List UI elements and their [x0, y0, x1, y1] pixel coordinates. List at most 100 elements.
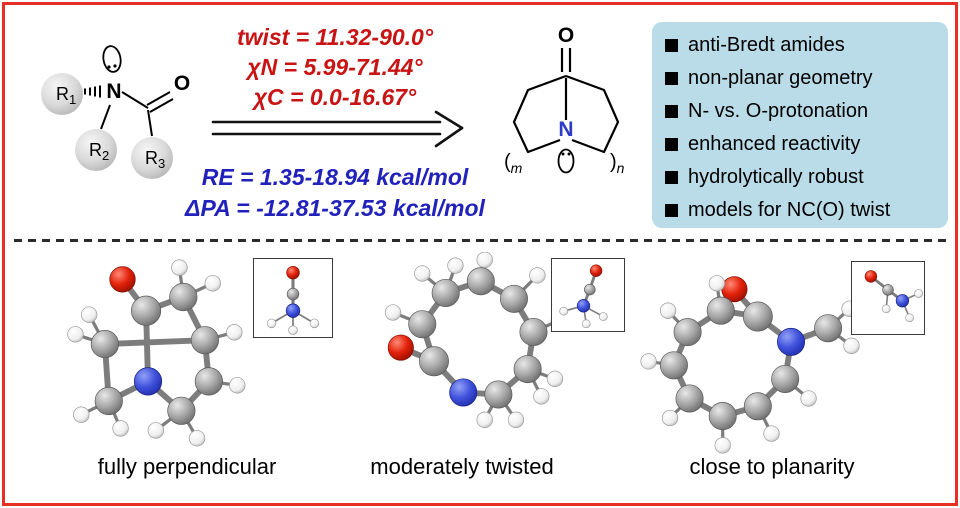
nitrogen-label: N	[106, 80, 121, 103]
h-atom	[288, 325, 298, 335]
molecule-moderately-twisted	[384, 252, 568, 428]
twist-metrics: twist = 11.32-90.0° χN = 5.99-71.44° χC …	[185, 22, 485, 112]
lone-pair-orbital	[102, 45, 122, 73]
highlight-text: hydrolytically robust	[688, 166, 864, 188]
h-atom	[266, 318, 277, 329]
h-atom	[476, 252, 493, 268]
r2-n-bond	[100, 104, 111, 130]
h-atom	[763, 425, 780, 442]
n-atom	[285, 303, 301, 318]
generic-amide-structure: N O R1 R2 R3	[41, 45, 190, 179]
highlight-item: hydrolytically robust	[665, 161, 948, 194]
h-atom	[800, 390, 817, 407]
ring-bonds	[512, 48, 620, 154]
c-atom	[771, 364, 800, 393]
n-atom	[895, 294, 910, 308]
h-atom	[905, 313, 914, 323]
c-atom	[130, 295, 162, 326]
newman-inset-planar	[851, 261, 925, 335]
highlight-item: models for NC(O) twist	[665, 194, 948, 227]
bracket-n: )n	[610, 151, 625, 176]
molecule-close-to-planar	[640, 275, 860, 454]
c-atom	[659, 351, 688, 380]
h-atom	[226, 324, 243, 341]
oxygen-label: O	[558, 24, 574, 47]
c-atom	[814, 314, 843, 343]
h-atom	[507, 411, 525, 428]
h-atom	[67, 326, 84, 343]
h-atom	[533, 388, 550, 405]
o-atom	[286, 265, 300, 280]
h-atom	[546, 370, 564, 387]
chi-c-range: χC = 0.0-16.67°	[253, 84, 417, 110]
h-atom	[384, 304, 402, 321]
h-atom	[447, 257, 464, 274]
c-atom	[194, 367, 223, 396]
h-atom	[559, 306, 569, 316]
highlight-item: non-planar geometry	[665, 62, 948, 95]
highlight-text: models for NC(O) twist	[688, 199, 891, 221]
oxygen-label: O	[174, 72, 190, 95]
h-atom	[529, 267, 546, 284]
h-atom	[640, 353, 657, 370]
n-c-bond	[121, 91, 149, 109]
lone-pair-electron	[107, 65, 111, 69]
c-atom	[708, 402, 737, 431]
highlight-item: N- vs. O-protonation	[665, 95, 948, 128]
h-atom	[708, 275, 726, 292]
square-bullet-icon	[665, 171, 678, 184]
h-atom	[414, 265, 431, 282]
re-range: RE = 1.35-18.94 kcal/mol	[201, 164, 469, 190]
highlight-item: anti-Bredt amides	[665, 29, 948, 62]
energy-metrics: RE = 1.35-18.94 kcal/mol ΔPA = -12.81-37…	[150, 162, 520, 224]
c-r3-bond	[147, 109, 153, 137]
highlight-text: N- vs. O-protonation	[688, 100, 869, 122]
c-atom	[743, 392, 772, 421]
h-atom	[476, 411, 493, 428]
c-atom	[286, 287, 300, 301]
n-atom	[449, 378, 478, 407]
r3-sphere	[131, 137, 173, 179]
lone-pair-electron	[113, 64, 117, 68]
pa-range: ΔPA = -12.81-37.53 kcal/mol	[185, 195, 485, 221]
twist-range: twist = 11.32-90.0°	[236, 24, 434, 50]
molecule-fully-perpendicular	[67, 259, 246, 447]
highlight-text: non-planar geometry	[688, 67, 873, 89]
c-atom	[706, 296, 735, 325]
n-atom	[576, 299, 591, 313]
c-o-double-bond	[146, 91, 171, 106]
n-atom	[133, 367, 163, 396]
caption-moderately-twisted: moderately twisted	[370, 454, 554, 479]
r2-label: R2	[89, 140, 109, 163]
c-atom	[466, 267, 495, 296]
c-atom	[584, 283, 596, 296]
h-atom	[73, 406, 90, 423]
c-atom	[190, 326, 219, 355]
c-o-double-bond	[149, 98, 174, 113]
c-atom	[408, 310, 437, 339]
r3-label: R3	[145, 148, 165, 171]
h-atom	[914, 289, 923, 298]
h-atom	[714, 437, 731, 454]
h-atom	[80, 306, 98, 323]
c-atom	[499, 284, 528, 313]
square-bullet-icon	[665, 39, 678, 52]
h-atom	[581, 319, 591, 329]
c-atom	[484, 380, 513, 409]
square-bullet-icon	[665, 204, 678, 217]
c-atom	[419, 346, 449, 377]
highlights-box: anti-Bredt amides non-planar geometry N-…	[652, 22, 948, 228]
c-atom	[431, 278, 460, 307]
o-atom	[589, 264, 603, 277]
h-atom	[147, 422, 165, 439]
highlight-text: enhanced reactivity	[688, 133, 861, 155]
lone-pair-electron	[567, 152, 571, 156]
lone-pair-electron	[561, 152, 565, 156]
h-atom	[112, 420, 129, 437]
chi-n-range: χN = 5.99-71.44°	[247, 54, 423, 80]
square-bullet-icon	[665, 105, 678, 118]
highlight-item: enhanced reactivity	[665, 128, 948, 161]
square-bullet-icon	[665, 138, 678, 151]
caption-fully-perpendicular: fully perpendicular	[97, 454, 277, 479]
